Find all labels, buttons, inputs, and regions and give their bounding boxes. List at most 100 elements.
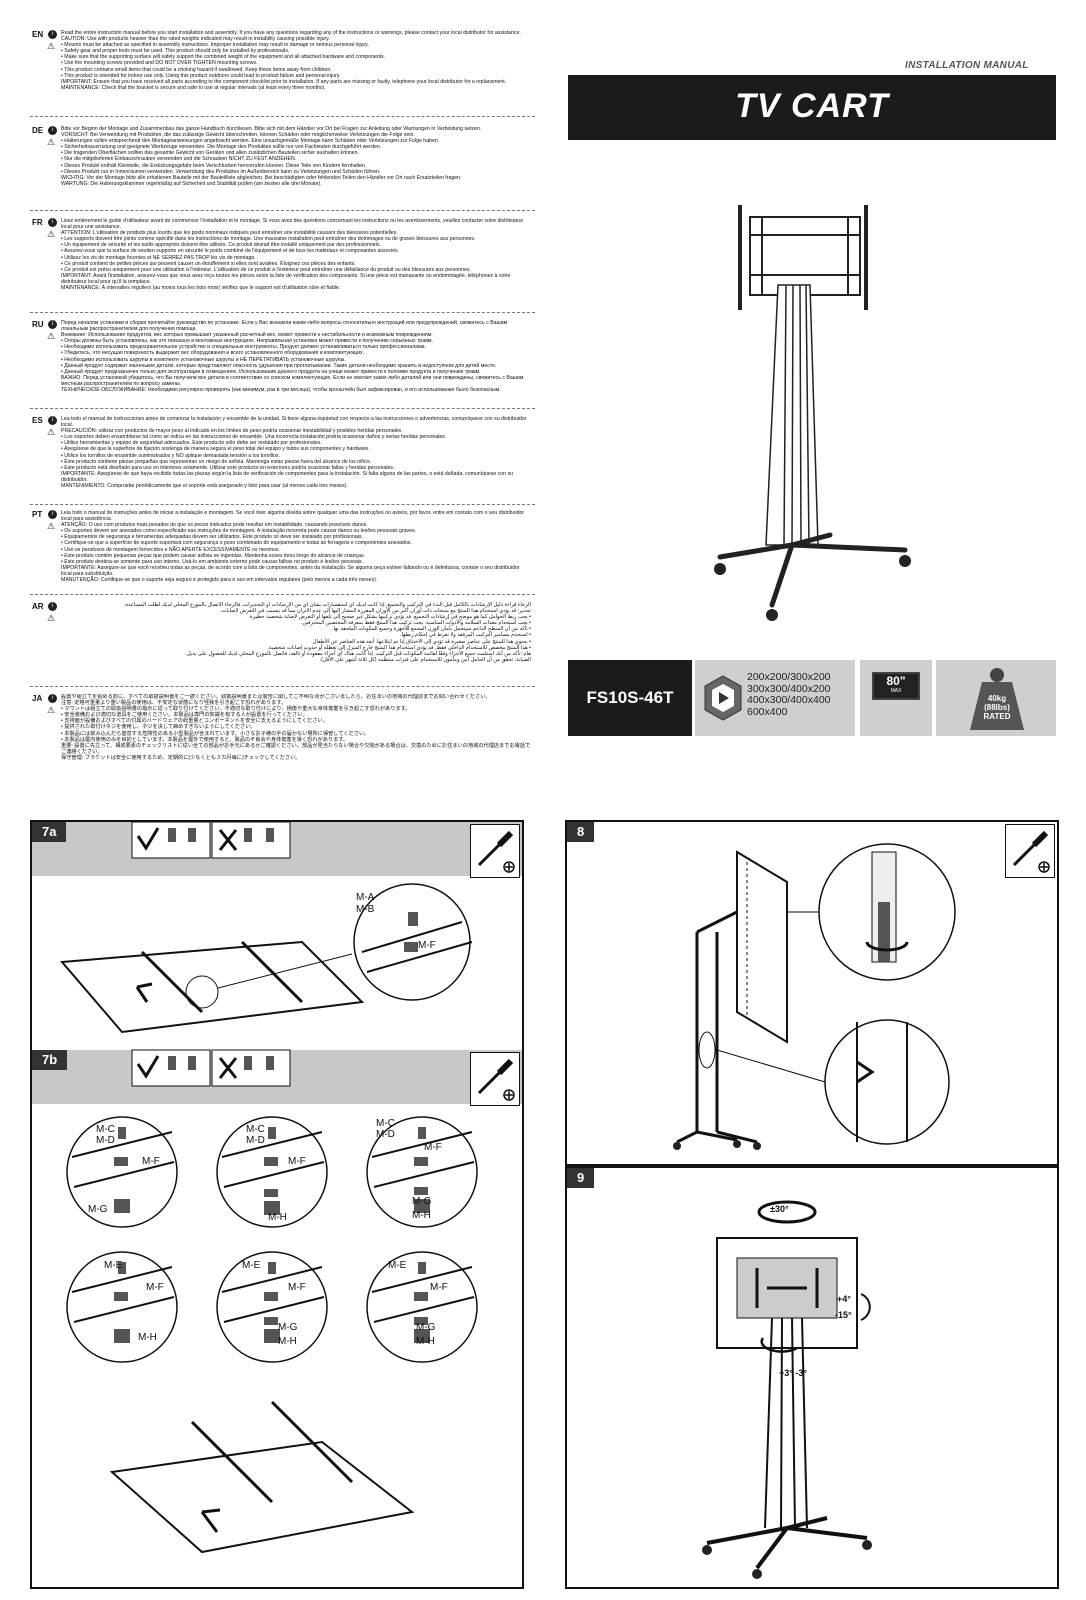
tilt-up-angle: +4° bbox=[837, 1294, 851, 1304]
weight-rated: RATED bbox=[983, 712, 1011, 721]
step-tag-7a: 7a bbox=[32, 822, 67, 842]
label-m-g: M-G bbox=[278, 1322, 298, 1333]
label-m-h: M-H bbox=[278, 1336, 297, 1347]
label-m-c: M-C bbox=[96, 1124, 115, 1135]
lang-text: 設置や組立てを始める前に、すべての取扱説明書をご一読ください。取扱説明書または警… bbox=[61, 694, 531, 761]
step-8-panel: 8 bbox=[565, 820, 1059, 1166]
step-9-diagram bbox=[702, 1200, 872, 1579]
tool-box-7b bbox=[470, 1052, 520, 1106]
divider bbox=[30, 210, 535, 211]
screwdriver-icon bbox=[477, 1058, 515, 1101]
rotation-angle: +3° -3° bbox=[779, 1368, 807, 1378]
label-m-f: M-F bbox=[146, 1282, 164, 1293]
lang-code: ES bbox=[32, 416, 43, 425]
max-label: MAX bbox=[890, 688, 902, 694]
weight-icon bbox=[970, 668, 1024, 730]
lang-text: الرجاء قراءة دليل الإرشادات بالكامل قبل … bbox=[123, 602, 531, 663]
warning-icon: ⚠ bbox=[47, 705, 56, 715]
label-m-f: M-F bbox=[288, 1282, 306, 1293]
lang-block-ja: JA i ⚠ 設置や組立てを始める前に、すべての取扱説明書をご一読ください。取扱… bbox=[30, 694, 530, 772]
tilt-arrow-icon bbox=[860, 1293, 871, 1321]
lang-text: Lisez entièrement le guide d'utilisateur… bbox=[61, 218, 524, 292]
model-number: FS10S-46T bbox=[586, 688, 674, 707]
tv-screen-icon: 80" MAX bbox=[872, 672, 920, 700]
label-m-d: M-D bbox=[96, 1135, 115, 1146]
swivel-angle: ±30° bbox=[770, 1204, 789, 1214]
read-manual-icon: i bbox=[48, 602, 57, 611]
read-manual-icon: i bbox=[48, 694, 57, 703]
manual-label: INSTALLATION MANUAL bbox=[905, 60, 1029, 71]
read-manual-icon: i bbox=[48, 320, 57, 329]
vesa-size: 300x300/400x200 bbox=[747, 682, 831, 695]
weight-lbs: (88lbs) bbox=[984, 703, 1010, 712]
label-m-c: M-C bbox=[376, 1118, 395, 1129]
screwdriver-icon bbox=[1012, 830, 1050, 873]
divider bbox=[30, 504, 535, 505]
lang-block-en: EN i ⚠ Read the entire instruction manua… bbox=[30, 30, 530, 112]
lang-text: Leia todo o manual de instruções antes d… bbox=[61, 510, 525, 584]
tv-cart-illustration bbox=[714, 205, 911, 621]
step-7a-diagram bbox=[59, 883, 473, 1034]
lang-code: RU bbox=[32, 320, 44, 329]
tilt-down-angle: -15° bbox=[835, 1310, 852, 1320]
warning-icon: ⚠ bbox=[47, 41, 56, 51]
label-m-g: M-G bbox=[412, 1196, 432, 1207]
vesa-size: 600x400 bbox=[747, 705, 788, 718]
step-tag-8: 8 bbox=[567, 822, 595, 842]
lang-code: AR bbox=[32, 602, 44, 611]
label-m-f: M-F bbox=[142, 1156, 160, 1167]
label-m-f: M-F bbox=[288, 1156, 306, 1167]
label-m-b: M-B bbox=[356, 904, 375, 915]
lang-text: Bitte vor Beginn der Montage und Zusamme… bbox=[61, 126, 482, 187]
label-m-e: M-E bbox=[104, 1260, 123, 1271]
label-m-f: M-F bbox=[430, 1282, 448, 1293]
tool-box-7a bbox=[470, 824, 520, 878]
divider bbox=[30, 686, 535, 687]
label-m-c: M-C bbox=[246, 1124, 265, 1135]
correct-incorrect-icons bbox=[131, 1049, 291, 1087]
label-m-f: M-F bbox=[418, 940, 436, 951]
vesa-pattern-icon bbox=[704, 675, 742, 721]
lang-code: JA bbox=[32, 694, 43, 703]
vesa-sizes: 200x200/300x200 300x300/400x200 400x300/… bbox=[747, 671, 831, 718]
step-7-panel: 7a M-A M-B M-F 7b bbox=[30, 820, 524, 1589]
lang-block-de: DE i ⚠ Bitte vor Beginn der Montage und … bbox=[30, 126, 530, 206]
lang-code: DE bbox=[32, 126, 44, 135]
warning-icon: ⚠ bbox=[47, 613, 56, 623]
divider bbox=[30, 116, 535, 117]
warning-icon: ⚠ bbox=[47, 137, 56, 147]
read-manual-icon: i bbox=[48, 218, 57, 227]
lang-block-ru: RU i ⚠ Перед началом установки и сборки … bbox=[30, 320, 530, 404]
lang-block-ar: AR i ⚠ الرجاء قراءة دليل الإرشادات بالكا… bbox=[30, 602, 531, 682]
correct-incorrect-icons bbox=[131, 821, 291, 859]
label-m-d: M-D bbox=[376, 1129, 395, 1140]
lang-block-pt: PT i ⚠ Leia todo o manual de instruções … bbox=[30, 510, 530, 590]
warning-icon: ⚠ bbox=[47, 331, 56, 341]
warning-icon: ⚠ bbox=[47, 427, 56, 437]
label-m-f: M-F bbox=[424, 1142, 442, 1153]
warning-icon: ⚠ bbox=[47, 521, 56, 531]
max-screen-size: 80" bbox=[886, 674, 906, 688]
weight-box: 40kg (88lbs) RATED bbox=[936, 660, 1056, 736]
vesa-size: 400x300/400x400 bbox=[747, 694, 831, 706]
divider bbox=[30, 408, 535, 409]
lang-text: Lea todo el manual de instrucciones ante… bbox=[61, 416, 527, 490]
label-m-h: M-H bbox=[416, 1336, 435, 1347]
step-tag-9: 9 bbox=[567, 1168, 595, 1188]
weight-kg: 40kg bbox=[987, 694, 1007, 703]
step-9-panel: 9 ±30° +4° -15° +3° -3° bbox=[565, 1166, 1059, 1589]
divider bbox=[30, 594, 535, 595]
lang-text: Read the entire instruction manual befor… bbox=[61, 30, 521, 91]
step-7b-detail-grid bbox=[66, 1116, 478, 1363]
vesa-box: 200x200/300x200 300x300/400x200 400x300/… bbox=[695, 660, 855, 736]
vesa-size: 200x200/300x200 bbox=[747, 671, 831, 683]
label-m-h: M-H bbox=[268, 1212, 287, 1223]
read-manual-icon: i bbox=[48, 416, 57, 425]
tool-box-8 bbox=[1005, 824, 1055, 878]
step-8-diagram bbox=[673, 843, 956, 1150]
lang-code: FR bbox=[32, 218, 43, 227]
label-m-h: M-H bbox=[138, 1332, 157, 1343]
label-m-d: M-D bbox=[246, 1135, 265, 1146]
label-m-h: M-H bbox=[412, 1210, 431, 1221]
read-manual-icon: i bbox=[48, 126, 57, 135]
